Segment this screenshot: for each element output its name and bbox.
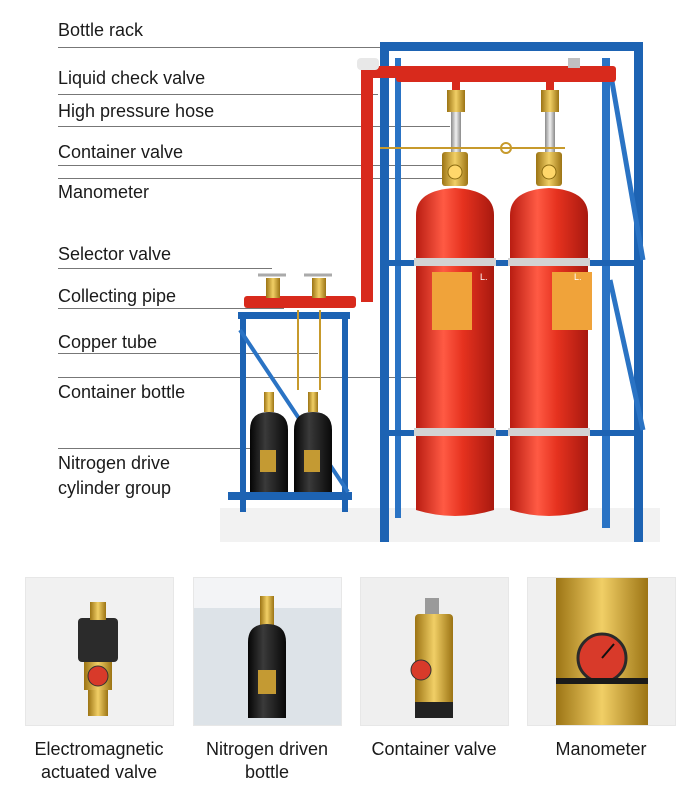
caption-electromagnetic-actuated-valve: Electromagnetic actuated valve — [14, 738, 184, 784]
leader-line — [58, 308, 284, 309]
container-bottles: L. L. — [414, 188, 592, 516]
leader-line — [58, 353, 318, 354]
caption-text: Nitrogen driven bottle — [205, 739, 329, 782]
callout-bottle-rack: Bottle rack — [58, 20, 144, 40]
container-valve-image — [361, 578, 508, 725]
nitrogen-bottle-image — [194, 578, 341, 725]
callout-nitrogen-drive-cylinder-group: Nitrogen drive cylinder group — [58, 451, 171, 501]
callout-selector-valve: Selector valve — [58, 244, 172, 264]
gas-suppression-system-illustration: L. L. — [220, 42, 660, 542]
container-valves — [380, 90, 565, 186]
caption-container-valve: Container valve — [349, 738, 519, 761]
callout-manometer: Manometer — [58, 182, 150, 202]
callout-liquid-check-valve: Liquid check valve — [58, 68, 206, 88]
leader-line — [58, 94, 378, 95]
callout-collecting-pipe: Collecting pipe — [58, 286, 177, 306]
callout-high-pressure-hose: High pressure hose — [58, 101, 215, 121]
leader-line — [58, 377, 448, 378]
collecting-pipe — [244, 273, 356, 390]
thumbnail-manometer — [527, 577, 676, 726]
leader-line — [58, 448, 258, 449]
nitrogen-cylinders — [250, 392, 332, 492]
leader-line — [58, 126, 450, 127]
leader-line — [58, 268, 272, 269]
callout-container-valve: Container valve — [58, 142, 184, 162]
cylinder-lettering: L. — [480, 272, 488, 282]
caption-manometer: Manometer — [516, 738, 686, 761]
electromagnetic-valve-image — [26, 578, 173, 725]
nitrogen-drive-stand — [228, 312, 352, 512]
thumbnail-container-valve — [360, 577, 509, 726]
thumbnail-nitrogen-driven-bottle — [193, 577, 342, 726]
callout-nitrogen-line: Nitrogen drive cylinder group — [58, 453, 172, 498]
leader-line — [58, 178, 446, 179]
caption-text: Container valve — [371, 739, 497, 759]
leader-line — [58, 165, 458, 166]
manometer-image — [528, 578, 675, 725]
caption-text: Electromagnetic actuated valve — [34, 739, 164, 782]
callout-copper-tube: Copper tube — [58, 332, 158, 352]
leader-line — [58, 47, 388, 48]
caption-nitrogen-driven-bottle: Nitrogen driven bottle — [182, 738, 352, 784]
liquid-check-valve-manifold — [357, 58, 616, 302]
callout-container-bottle: Container bottle — [58, 382, 186, 402]
thumbnail-electromagnetic-actuated-valve — [25, 577, 174, 726]
caption-text: Manometer — [555, 739, 647, 759]
cylinder-lettering: L. — [574, 272, 582, 282]
